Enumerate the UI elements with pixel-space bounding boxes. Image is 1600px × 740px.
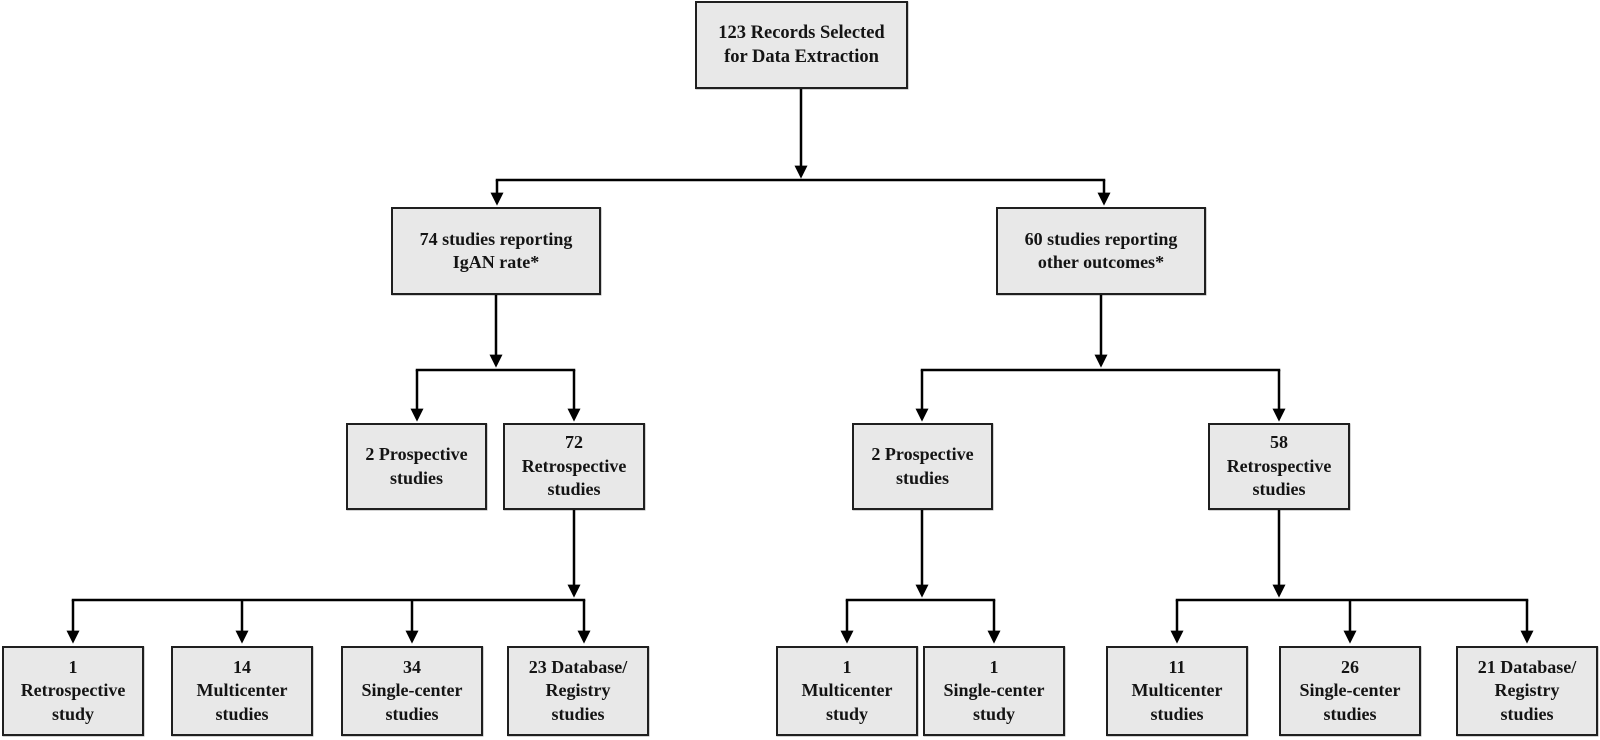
- flow-node-records-selected: 123 Records Selected for Data Extraction: [695, 1, 908, 89]
- flow-node-other-pro-multicenter: 1 Multicenter study: [776, 646, 918, 736]
- flow-node-igan-rate-studies: 74 studies reporting IgAN rate*: [391, 207, 601, 295]
- flow-node-other-outcome-studies: 60 studies reporting other outcomes*: [996, 207, 1206, 295]
- flow-node-other-prospective: 2 Prospective studies: [852, 423, 993, 510]
- flow-node-other-retro-multicenter: 11 Multicenter studies: [1106, 646, 1248, 736]
- flow-node-other-retrospective: 58 Retrospective studies: [1208, 423, 1350, 510]
- flow-node-other-retro-singlecenter: 26 Single-center studies: [1279, 646, 1421, 736]
- flow-node-other-retro-registry: 21 Database/ Registry studies: [1456, 646, 1598, 736]
- flow-node-other-pro-singlecenter: 1 Single-center study: [923, 646, 1065, 736]
- flow-node-igan-prospective: 2 Prospective studies: [346, 423, 487, 510]
- flow-node-igan-retro-registry: 23 Database/ Registry studies: [507, 646, 649, 736]
- flow-node-igan-retrospective: 72 Retrospective studies: [503, 423, 645, 510]
- flow-node-igan-retro-retrospective: 1 Retrospective study: [2, 646, 144, 736]
- flow-node-igan-retro-multicenter: 14 Multicenter studies: [171, 646, 313, 736]
- flow-node-igan-retro-singlecenter: 34 Single-center studies: [341, 646, 483, 736]
